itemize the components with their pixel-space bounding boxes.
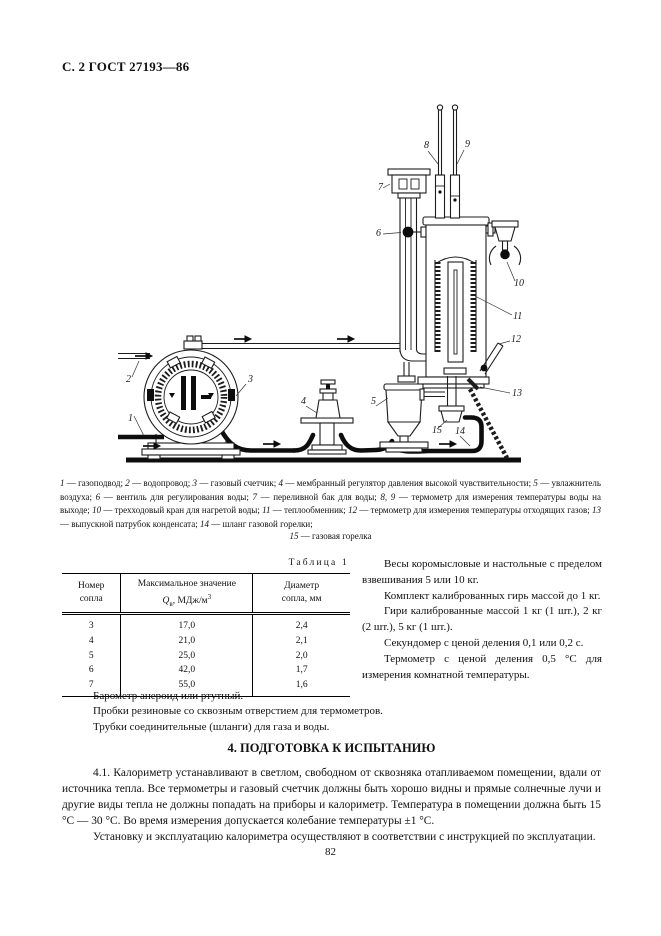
caption-part-number: 7 xyxy=(252,491,257,502)
figure-caption-main: 1 — газоподвод; 2 — водопровод; 3 — газо… xyxy=(60,478,601,529)
table-cell: 6 xyxy=(62,663,122,679)
calorimeter-apparatus-drawing: 1 2 3 4 5 6 7 8 9 10 11 12 13 14 15 xyxy=(118,104,524,463)
table-cell: 7 xyxy=(62,678,122,697)
col-header-max-value: Максимальное значение Qв, МДж/м3 xyxy=(120,573,254,615)
condensate-outlet xyxy=(466,377,480,391)
caption-part-number: 13 xyxy=(591,505,601,515)
table-cell: 5 xyxy=(62,648,122,664)
figure-diagram: 1 2 3 4 5 6 7 8 9 10 11 12 13 14 15 xyxy=(118,100,533,477)
meter-outlet-pipe xyxy=(202,342,400,350)
page-header: С. 2 ГОСТ 27193—86 xyxy=(62,59,190,74)
caption-part-number: 12 xyxy=(348,505,358,515)
water-valve xyxy=(402,226,427,238)
paragraph: Пробки резиновые со сквозным отверстием … xyxy=(93,705,383,718)
standpipe-column xyxy=(399,198,426,362)
caption-part-number: 8, 9 xyxy=(380,491,396,502)
part-labels: 1 2 3 4 5 6 7 8 9 10 11 12 13 14 15 xyxy=(126,139,524,437)
table-cell: 17,0 xyxy=(120,613,254,634)
section-heading: 4. ПОДГОТОВКА К ИСПЫТАНИЮ xyxy=(227,741,436,755)
section-paragraphs: 4.1. Калориметр устанавливают в светлом,… xyxy=(62,765,601,845)
paragraph: Весы коромысловые и настольные с предело… xyxy=(362,558,602,586)
part-label-14: 14 xyxy=(455,426,465,437)
nozzle-table: Номер сопла Максимальное значение Qв, МД… xyxy=(62,573,350,697)
part-label-1: 1 xyxy=(128,413,133,424)
equipment-right-column: Весы коромысловые и настольные с предело… xyxy=(362,557,602,683)
paragraph: Комплект калиброванных гирь массой до 1 … xyxy=(384,589,601,602)
gas-meter xyxy=(141,335,241,460)
table-title: Таблица 1 xyxy=(288,558,349,568)
caption-part-number: 11 xyxy=(262,505,271,515)
table-cell: 2,1 xyxy=(295,635,308,646)
gas-burner xyxy=(438,376,465,423)
three-way-tap xyxy=(485,220,522,266)
caption-part-number: 14 xyxy=(199,518,209,529)
table-header-row: Номер сопла Максимальное значение Qв, МД… xyxy=(62,573,350,615)
table-wrapper: Номер сопла Максимальное значение Qв, МД… xyxy=(62,573,350,697)
air-humidifier xyxy=(379,362,429,453)
humidifier-burner-pipe xyxy=(419,388,445,401)
paragraph: Установку и эксплуатацию калориметра осу… xyxy=(93,831,596,843)
thermometer-8 xyxy=(434,104,446,219)
caption-part-number: 1 xyxy=(60,478,65,488)
part-label-10: 10 xyxy=(514,278,524,289)
paragraph: Гири калиброванные массой 1 кг (1 шт.), … xyxy=(362,605,602,634)
table-cell: 42,0 xyxy=(120,663,254,679)
paragraph: Термометр с ценой деления 0,5 °С для изм… xyxy=(362,652,602,681)
part-label-13: 13 xyxy=(512,388,522,399)
caption-part-number: 10 xyxy=(92,505,102,515)
equipment-below-list: Барометр анероид или ртутный. Пробки рези… xyxy=(62,689,522,735)
paragraph: Барометр анероид или ртутный. xyxy=(93,690,244,702)
table-cell: 1,7 xyxy=(295,665,308,676)
paragraph: Трубки соединительные (шланги) для газа … xyxy=(93,720,330,733)
heat-exchanger-body xyxy=(417,216,490,389)
col-header-nozzle-number: Номер сопла xyxy=(62,573,122,615)
support-leg xyxy=(468,387,509,460)
part-label-15: 15 xyxy=(432,425,442,436)
part-label-6: 6 xyxy=(376,228,381,239)
page-number: 82 xyxy=(325,846,336,858)
exhaust-thermometer xyxy=(479,342,504,375)
overflow-tank xyxy=(387,168,431,199)
table-cell: 3 xyxy=(62,613,122,634)
caption-part-number: 2 xyxy=(125,478,130,488)
membrane-regulator xyxy=(300,379,354,455)
table-cell: 2,4 xyxy=(295,620,308,631)
paragraph: 4.1. Калориметр устанавливают в светлом,… xyxy=(62,767,601,827)
table-cell: 55,0 xyxy=(120,678,254,697)
table-cell: 1,6 xyxy=(252,678,350,697)
part-label-8: 8 xyxy=(424,140,429,151)
table-cell: 21,0 xyxy=(120,633,254,649)
water-supply-pipe xyxy=(118,352,150,360)
caption-part-number: 4 xyxy=(278,478,284,488)
flow-arrows xyxy=(135,335,458,450)
table-cell: 4 xyxy=(62,633,122,649)
part-label-3: 3 xyxy=(247,374,253,385)
table-cell: 2,0 xyxy=(295,650,308,661)
col-header-diameter: Диаметр сопла, мм xyxy=(252,573,350,615)
paragraph: Секундомер с ценой деления 0,1 или 0,2 с… xyxy=(384,636,584,649)
part-label-9: 9 xyxy=(465,139,470,150)
table-cell: 25,0 xyxy=(120,648,254,664)
part-label-11: 11 xyxy=(513,311,522,322)
caption-part-number: 5 xyxy=(533,478,538,488)
caption-part-number: 6 xyxy=(95,491,101,502)
caption-part-number: 3 xyxy=(192,478,198,488)
part-label-2: 2 xyxy=(126,374,131,385)
thermometer-9 xyxy=(449,104,461,219)
caption-part-number: 15 xyxy=(289,531,299,541)
part-label-5: 5 xyxy=(371,396,376,407)
part-label-7: 7 xyxy=(378,182,384,193)
figure-caption-last-line: 15 — газовая горелка xyxy=(289,531,372,541)
part-label-12: 12 xyxy=(511,334,521,345)
q-formula: Qв, МДж/м3 xyxy=(162,592,212,608)
part-label-4: 4 xyxy=(301,396,306,407)
label-leaders xyxy=(131,149,516,447)
